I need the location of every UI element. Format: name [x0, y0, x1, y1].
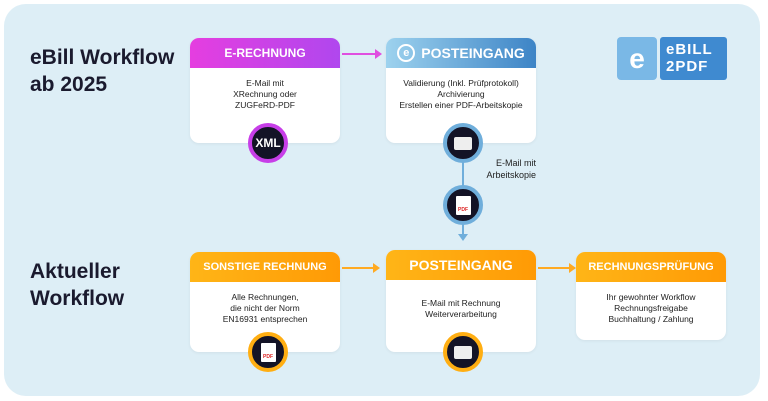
- email-icon: [443, 123, 483, 163]
- email-icon: [443, 332, 483, 372]
- xml-badge: XML: [248, 123, 288, 163]
- ebill-e-icon: e: [397, 44, 416, 62]
- rechnungspruefung-header: RECHNUNGSPRÜFUNG: [576, 252, 726, 282]
- arrow-right: [342, 263, 380, 273]
- arrow-right: [538, 263, 576, 273]
- posteingang-current-header: POSTEINGANG: [386, 250, 536, 280]
- arrow-down: [458, 234, 468, 241]
- logo-e-icon: e: [617, 37, 657, 80]
- pdf-icon: PDF: [248, 332, 288, 372]
- e-rechnung-header: E-RECHNUNG: [190, 38, 340, 68]
- sonstige-rechnung-header: SONSTIGE RECHNUNG: [190, 252, 340, 282]
- pdf-icon: PDF: [443, 185, 483, 225]
- arrow-right: [342, 49, 382, 59]
